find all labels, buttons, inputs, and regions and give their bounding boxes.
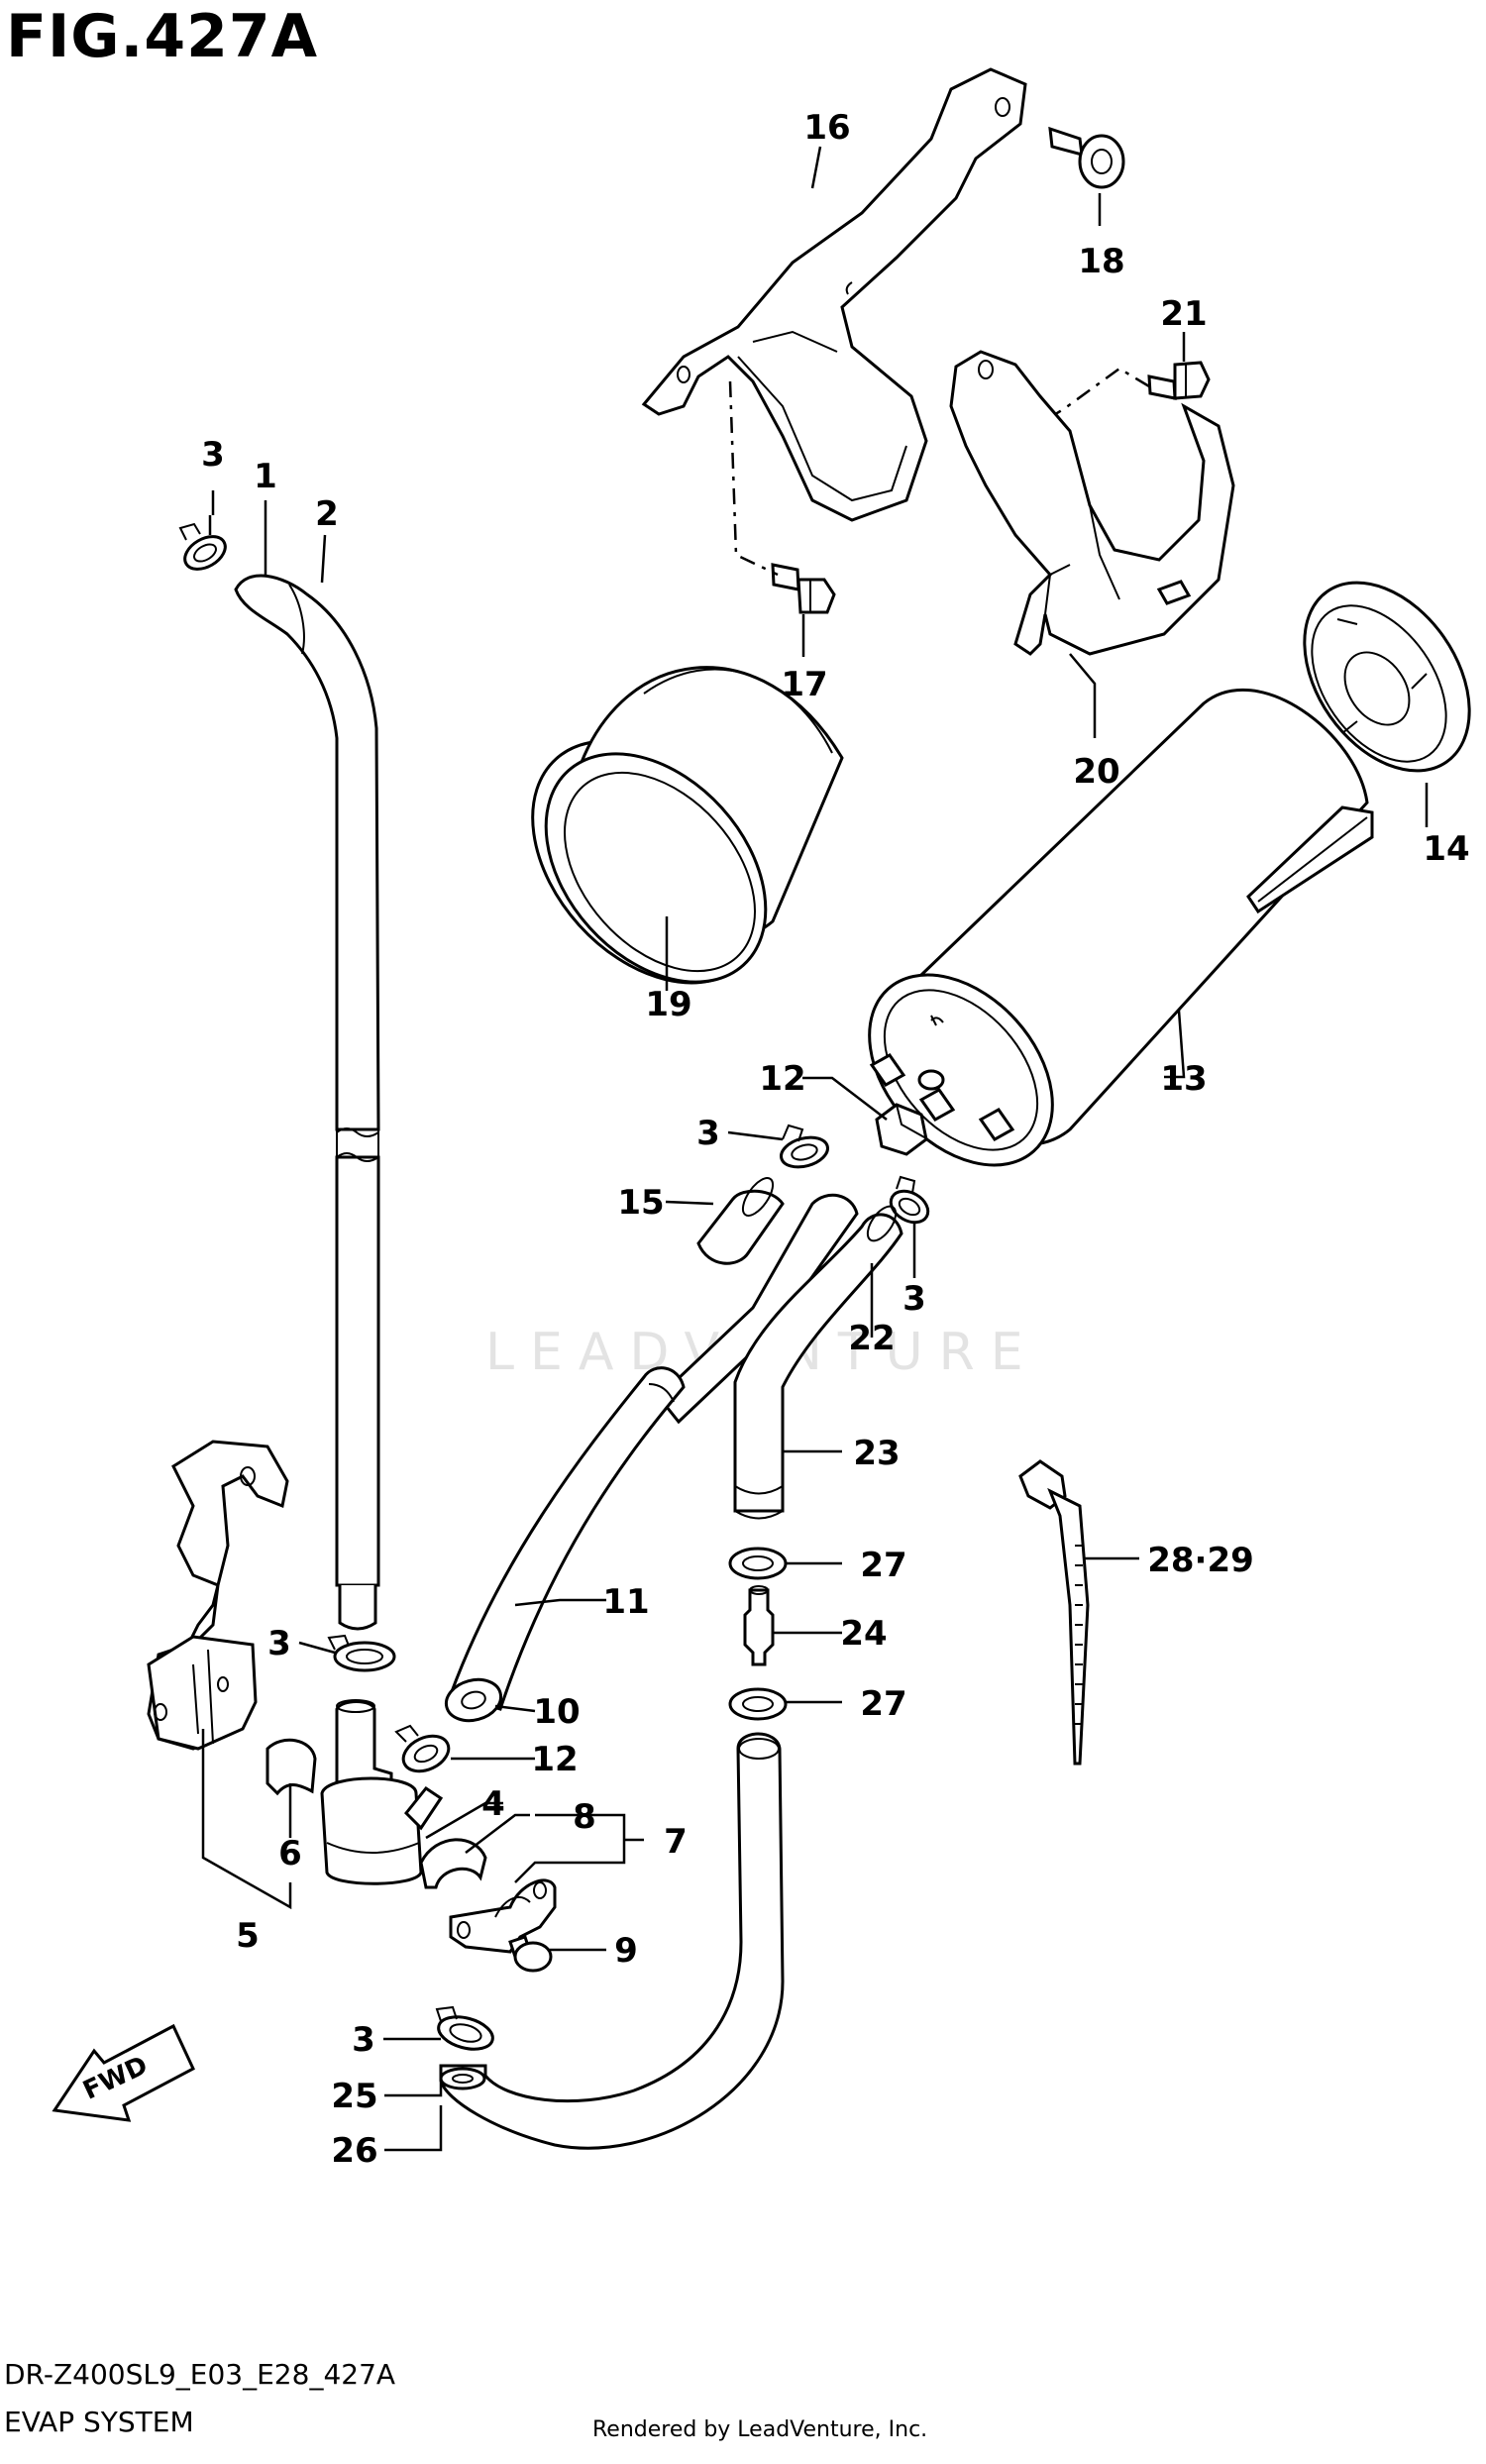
callout-16: 16 [803, 108, 850, 148]
dash-line-17 [728, 380, 779, 577]
callout-8: 8 [573, 1797, 596, 1837]
figure-title: FIG.427A [6, 2, 319, 71]
holder-part-20 [949, 350, 1235, 656]
callout-3-d: 3 [267, 1624, 291, 1663]
clip-part-27-b [728, 1687, 788, 1721]
callout-10: 10 [533, 1692, 580, 1732]
callout-19: 19 [645, 985, 691, 1024]
hose-part-2 [234, 574, 380, 1631]
cable-tie-part-28-29 [1018, 1459, 1090, 1766]
clip-part-3-a [178, 522, 227, 571]
credit-text: Rendered by LeadVenture, Inc. [592, 2417, 928, 2442]
connector-part-12-b [394, 1724, 451, 1773]
clamp-part-8 [419, 1838, 487, 1889]
connector-part-12-a [875, 1103, 928, 1156]
clamp-part-7 [449, 1878, 557, 1954]
callout-3-c: 3 [902, 1279, 926, 1319]
callout-13: 13 [1160, 1059, 1207, 1099]
section-name: EVAP SYSTEM [4, 2406, 194, 2438]
callout-12-b: 12 [531, 1740, 578, 1779]
callout-7: 7 [664, 1822, 688, 1862]
hose-part-25 [439, 2067, 486, 2090]
callout-24: 24 [840, 1614, 887, 1654]
valve-part-4 [320, 1699, 444, 1885]
callout-20: 20 [1073, 752, 1119, 792]
callout-25: 25 [331, 2077, 377, 2116]
joint-part-24 [743, 1585, 775, 1666]
callout-12-a: 12 [759, 1059, 805, 1099]
callout-28-29: 28·29 [1147, 1541, 1254, 1580]
callout-14: 14 [1423, 829, 1469, 869]
callout-4: 4 [481, 1784, 505, 1824]
callout-11: 11 [602, 1582, 649, 1622]
bolt-part-17 [771, 563, 836, 614]
clip-part-3-b [780, 1124, 829, 1169]
callout-1: 1 [254, 457, 277, 496]
bracket-part-5 [147, 1440, 289, 1751]
hose-part-15 [696, 1177, 785, 1265]
callout-9: 9 [614, 1931, 638, 1971]
clip-part-3-c [889, 1175, 930, 1225]
hose-part-23 [733, 1205, 903, 1520]
callout-6: 6 [278, 1834, 302, 1874]
bolt-part-21 [1147, 361, 1211, 400]
callout-26: 26 [331, 2131, 377, 2171]
callout-22: 22 [848, 1319, 895, 1358]
model-code: DR-Z400SL9_E03_E28_427A [4, 2358, 396, 2391]
hose-end-part-10 [444, 1677, 503, 1723]
screw-part-9 [508, 1935, 553, 1973]
clip-part-3-d [327, 1634, 396, 1672]
callout-27-b: 27 [860, 1684, 906, 1724]
cup-part-19 [531, 666, 844, 985]
bracket-part-16 [641, 67, 1027, 522]
fwd-arrow-icon [52, 2023, 195, 2122]
screw-part-18 [1048, 126, 1125, 189]
callout-5: 5 [236, 1916, 260, 1956]
clip-part-27-a [728, 1547, 788, 1580]
callout-27-a: 27 [860, 1546, 906, 1585]
cap-part-14 [1303, 581, 1471, 773]
callout-17: 17 [781, 665, 827, 704]
leader-lines [201, 146, 1429, 2152]
callout-23: 23 [853, 1434, 900, 1473]
hose-part-11 [449, 1193, 859, 1711]
callout-3-b: 3 [696, 1114, 720, 1153]
callout-15: 15 [617, 1183, 664, 1223]
callout-2: 2 [315, 494, 339, 534]
hose-part-26 [439, 1732, 785, 2150]
callout-3-a: 3 [201, 435, 225, 475]
clip-part-3-e [435, 2005, 494, 2051]
callout-18: 18 [1078, 242, 1124, 281]
callout-3-e: 3 [352, 2020, 375, 2060]
callout-21: 21 [1160, 294, 1207, 334]
clip-part-6 [265, 1738, 317, 1796]
